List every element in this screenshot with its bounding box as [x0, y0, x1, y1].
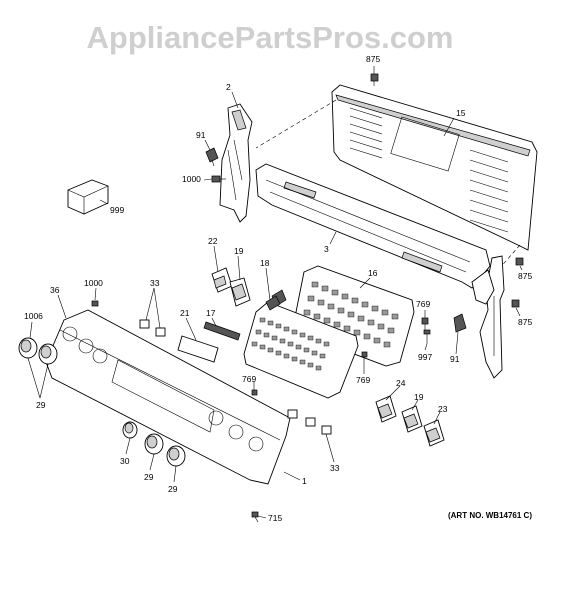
callout-18: 18	[260, 258, 270, 268]
callout-21: 21	[180, 308, 190, 318]
callout-29-left: 29	[36, 400, 46, 410]
part-17-strip	[203, 321, 241, 341]
part-997-pin	[423, 329, 431, 344]
callout-999: 999	[110, 205, 124, 215]
knob-30	[122, 421, 138, 439]
part-19-switch-lower	[401, 405, 423, 433]
clip-91-left	[205, 147, 219, 167]
callout-29-bottom-a: 29	[144, 472, 154, 482]
screw-875-right-lower	[511, 299, 520, 308]
callout-1: 1	[302, 476, 307, 486]
screw-769-center	[251, 389, 258, 396]
part-2-left-bracket	[219, 103, 253, 223]
callout-875-top: 875	[366, 54, 380, 64]
callout-91-left: 91	[196, 130, 206, 140]
art-number: (ART NO. WB14761 C)	[448, 511, 532, 520]
callout-23: 23	[438, 404, 448, 414]
part-19-switch-upper	[229, 277, 251, 307]
knob-29-bottom-a	[144, 433, 164, 455]
part-15-back-panel	[331, 84, 538, 251]
callout-3: 3	[324, 244, 329, 254]
callout-91-right: 91	[450, 354, 460, 364]
buttons-33-upper	[139, 319, 166, 337]
callout-29-bottom-b: 29	[168, 484, 178, 494]
right-side-bracket	[471, 255, 505, 379]
callout-19-lower: 19	[414, 392, 424, 402]
callout-1000-left: 1000	[182, 174, 201, 184]
part-24-switch	[375, 395, 397, 423]
part-21-window	[177, 335, 219, 363]
callout-1000-center: 1000	[84, 278, 103, 288]
callout-30: 30	[120, 456, 130, 466]
screw-875-top	[370, 73, 379, 86]
callout-769-right: 769	[416, 299, 430, 309]
callout-2: 2	[226, 82, 231, 92]
part-22-switch	[211, 267, 233, 293]
callout-769-board: 769	[356, 375, 370, 385]
callout-715: 715	[268, 513, 282, 523]
screw-1000-center	[91, 300, 99, 307]
callout-875-right-lower: 875	[518, 317, 532, 327]
clip-91-right	[453, 313, 467, 333]
part-23-switch	[423, 419, 445, 447]
callout-769-center: 769	[242, 374, 256, 384]
knob-29-left-a	[38, 343, 58, 365]
callout-875-right-upper: 875	[518, 271, 532, 281]
callout-labels: 875 15 2 91 1000 999 3 22 19 18 16 875 8…	[24, 54, 532, 523]
screw-875-right-upper	[515, 257, 524, 266]
watermark-text: AppliancePartsPros.com	[87, 20, 454, 55]
callout-33-lower: 33	[330, 463, 340, 473]
knob-29-bottom-b	[166, 445, 186, 467]
callout-1006: 1006	[24, 311, 43, 321]
callout-19-upper: 19	[234, 246, 244, 256]
callout-33-upper: 33	[150, 278, 160, 288]
callout-16: 16	[368, 268, 378, 278]
callout-997: 997	[418, 352, 432, 362]
part-18-touchpad	[243, 289, 359, 399]
screw-715	[251, 511, 259, 523]
part-3-rear-trim	[255, 163, 491, 289]
leader-lines	[27, 66, 523, 519]
callout-36: 36	[50, 285, 60, 295]
screw-769-board	[361, 351, 368, 358]
part-999-kit-box	[67, 179, 109, 215]
buttons-33-lower	[287, 409, 332, 435]
part-1-control-panel	[45, 309, 291, 485]
callout-22: 22	[208, 236, 218, 246]
callout-24: 24	[396, 378, 406, 388]
knob-1006	[18, 337, 38, 359]
callout-15: 15	[456, 108, 466, 118]
callout-17: 17	[206, 308, 216, 318]
